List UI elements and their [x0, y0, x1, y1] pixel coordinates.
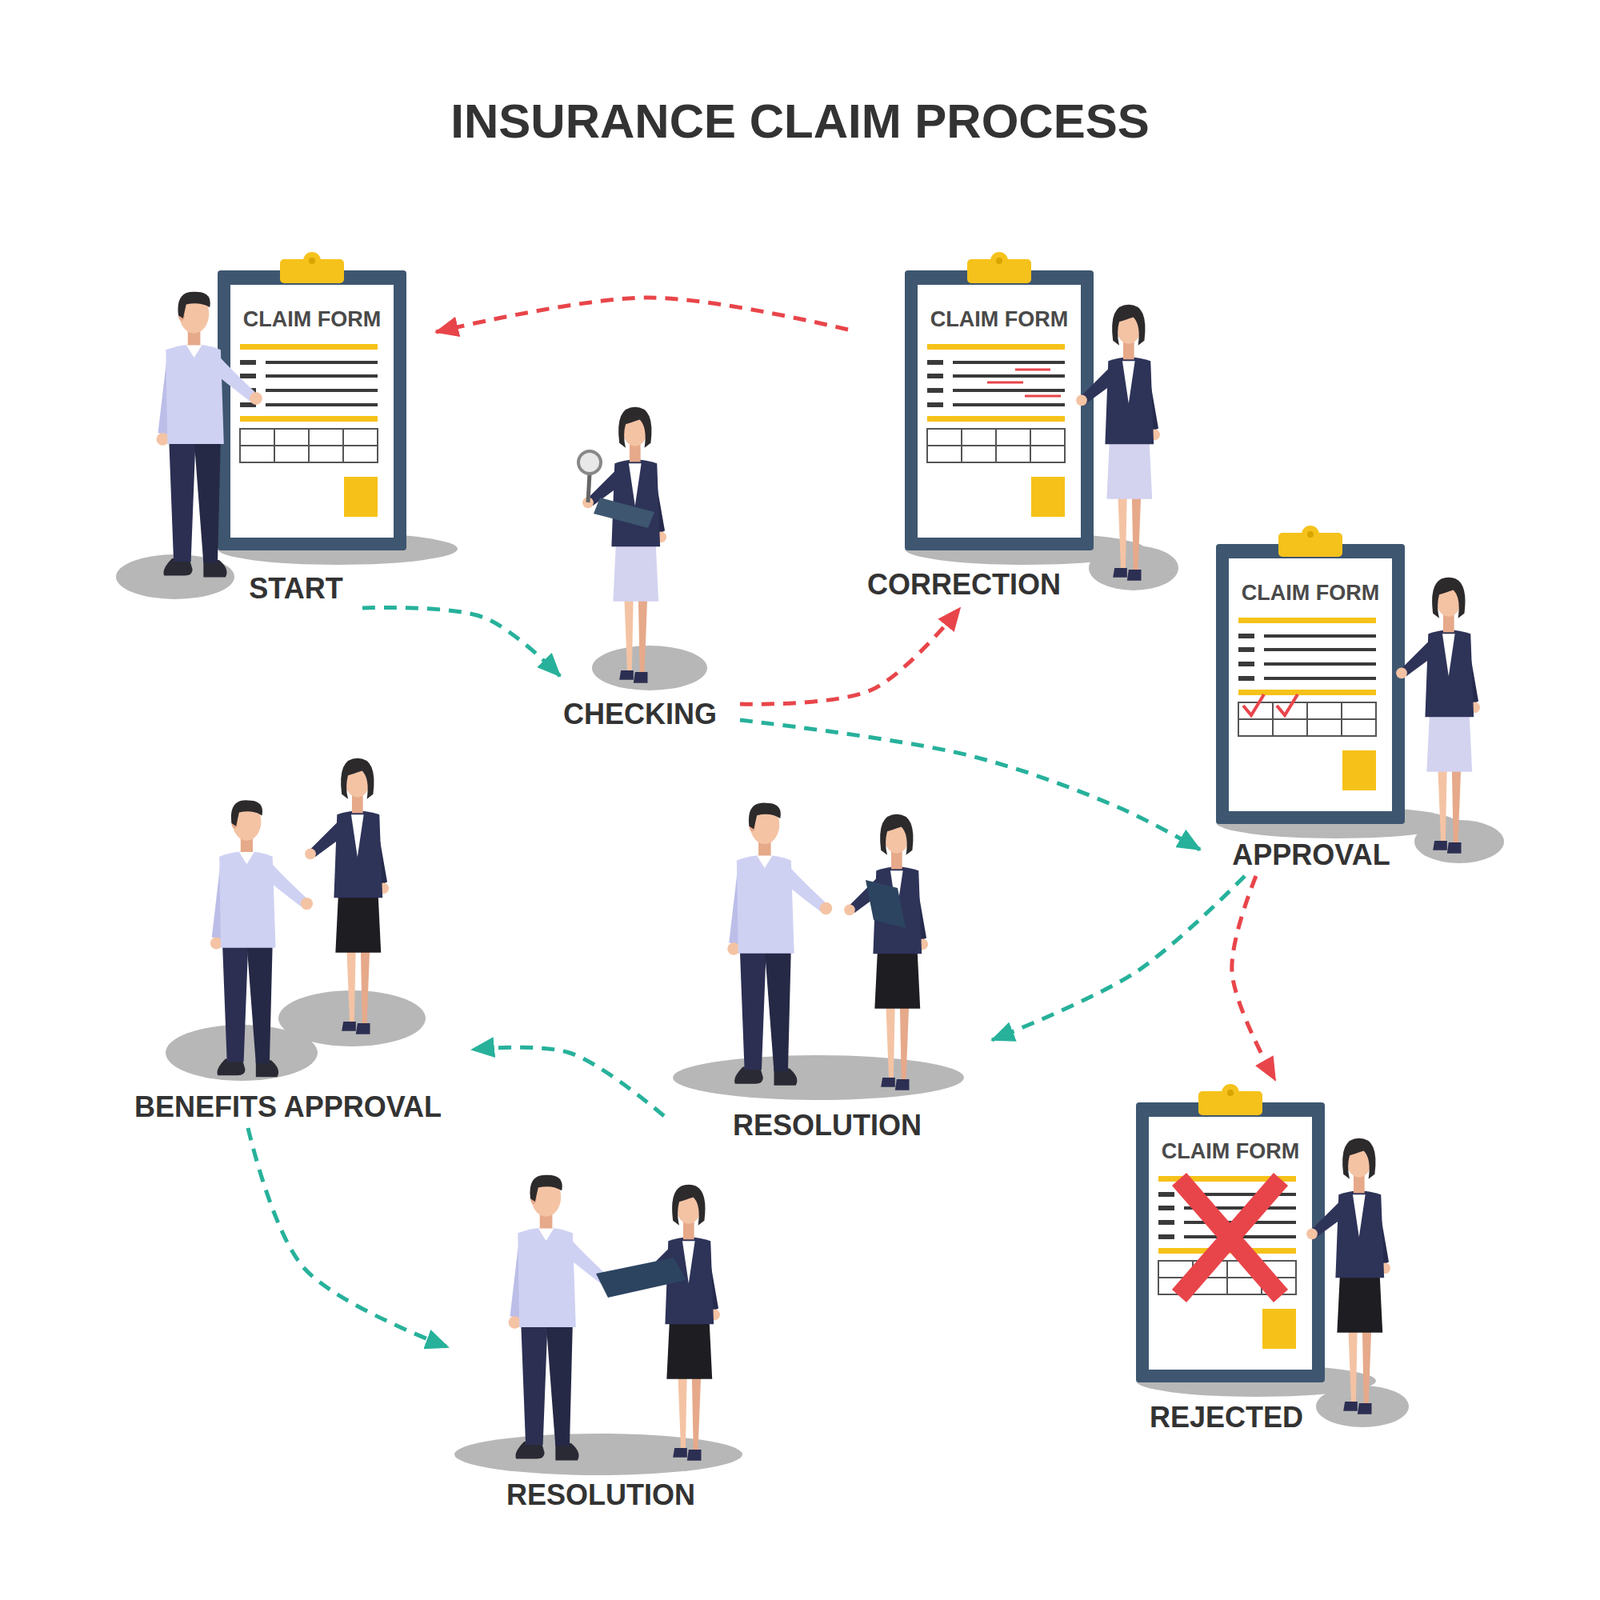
magnifier-lens	[578, 451, 601, 474]
floor-shadow	[1414, 820, 1504, 864]
station-node: RESOLUTION	[448, 1152, 752, 1516]
clipboard-icon	[1216, 525, 1405, 824]
clipboard-icon	[904, 252, 1094, 551]
form-title: CLAIM FORM	[1241, 582, 1380, 604]
man-figure	[156, 292, 263, 578]
held-folder	[865, 880, 906, 928]
woman-figure	[844, 814, 928, 1091]
approval-checks	[1243, 694, 1298, 716]
station-label: BENEFITS APPROVAL	[134, 1092, 442, 1122]
station-label: CHECKING	[563, 700, 717, 729]
station-node: CLAIM FORM CORRECTION	[848, 248, 1184, 608]
station-node: RESOLUTION	[664, 784, 992, 1144]
flow-arrow	[740, 608, 960, 704]
woman-figure	[1076, 304, 1160, 581]
correction-marks	[987, 369, 1061, 396]
woman-figure	[636, 1184, 720, 1461]
magnifier-handle	[588, 473, 590, 503]
flow-arrow	[472, 1047, 664, 1116]
floor-shadow	[592, 645, 708, 691]
rejected-cross	[1179, 1179, 1281, 1296]
station-node: CHECKING	[560, 384, 740, 732]
flow-arrow	[436, 297, 848, 332]
form-title: CLAIM FORM	[930, 308, 1068, 331]
station-node: CLAIM FORM APPROVAL	[1200, 520, 1512, 876]
man-figure	[508, 1175, 615, 1461]
flow-arrow	[362, 607, 560, 676]
flow-arrow	[992, 876, 1245, 1040]
handed-folder	[596, 1257, 687, 1298]
station-node: CLAIM FORM START	[116, 248, 436, 608]
form-title: CLAIM FORM	[1161, 1140, 1300, 1163]
station-label: APPROVAL	[1232, 840, 1390, 870]
connector-group	[248, 297, 1276, 1348]
station-label: RESOLUTION	[506, 1480, 696, 1510]
station-label: RESOLUTION	[732, 1111, 922, 1140]
diagram-title: INSURANCE CLAIM PROCESS	[0, 97, 1600, 146]
station-node: BENEFITS APPROVAL	[104, 736, 472, 1128]
clipboard-icon	[217, 252, 407, 551]
station-label: REJECTED	[1149, 1403, 1304, 1432]
floor-shadow	[672, 1055, 964, 1100]
flow-arrow	[1232, 876, 1276, 1080]
form-title: CLAIM FORM	[243, 308, 381, 331]
held-clipboard	[593, 497, 655, 528]
woman-figure	[582, 407, 667, 684]
station-label: START	[248, 574, 343, 604]
station-node: CLAIM FORM REJECTED	[1080, 1080, 1440, 1436]
woman-figure	[1306, 1138, 1391, 1415]
woman-figure	[1396, 577, 1480, 854]
woman-figure	[304, 758, 389, 1035]
station-label: CORRECTION	[867, 570, 1061, 600]
flow-arrow	[248, 1128, 448, 1348]
man-figure	[727, 803, 832, 1086]
man-figure	[210, 800, 313, 1077]
flow-arrow	[740, 720, 1200, 850]
clipboard-icon	[1136, 1084, 1325, 1383]
